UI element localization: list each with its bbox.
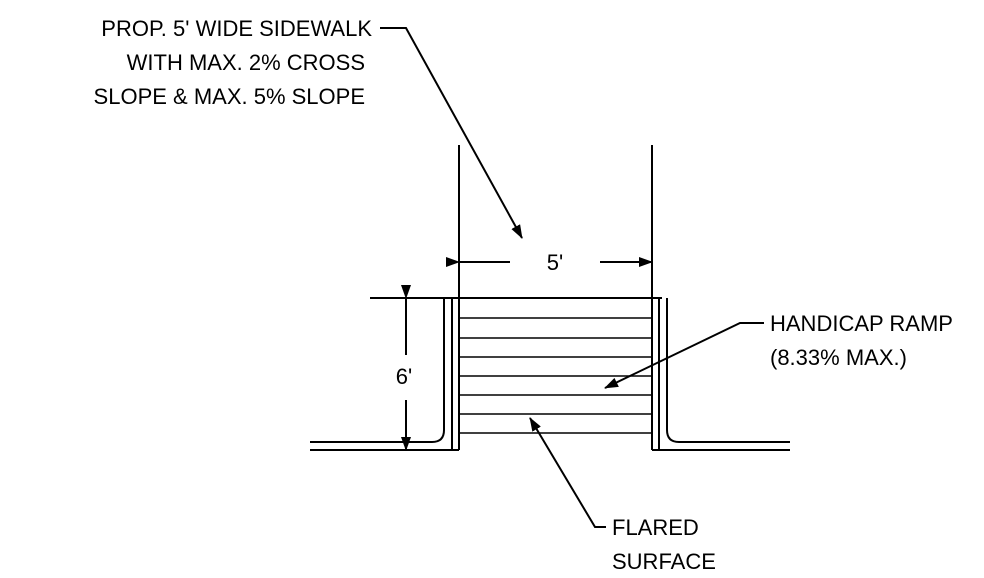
- height-dimension-label: 6': [396, 364, 412, 389]
- flared-callout-line1: FLARED: [612, 515, 699, 540]
- flared-leader: [529, 417, 606, 528]
- flared-callout-line2: SURFACE: [612, 549, 716, 574]
- sidewalk-callout-line2: WITH MAX. 2% CROSS: [127, 50, 365, 75]
- ramp-callout-line2: (8.33% MAX.): [770, 345, 907, 370]
- sidewalk-callout-line3: SLOPE & MAX. 5% SLOPE: [94, 84, 365, 109]
- ramp-callout-line1: HANDICAP RAMP: [770, 311, 953, 336]
- curb-right: [652, 298, 790, 451]
- width-dimension-label: 5': [547, 250, 563, 275]
- sidewalk-callout-line1: PROP. 5' WIDE SIDEWALK: [101, 16, 372, 41]
- sidewalk-leader: [380, 27, 523, 239]
- ramp-leader: [604, 322, 764, 389]
- ramp-hatch-lines: [459, 317, 652, 434]
- curb-left: [310, 298, 459, 451]
